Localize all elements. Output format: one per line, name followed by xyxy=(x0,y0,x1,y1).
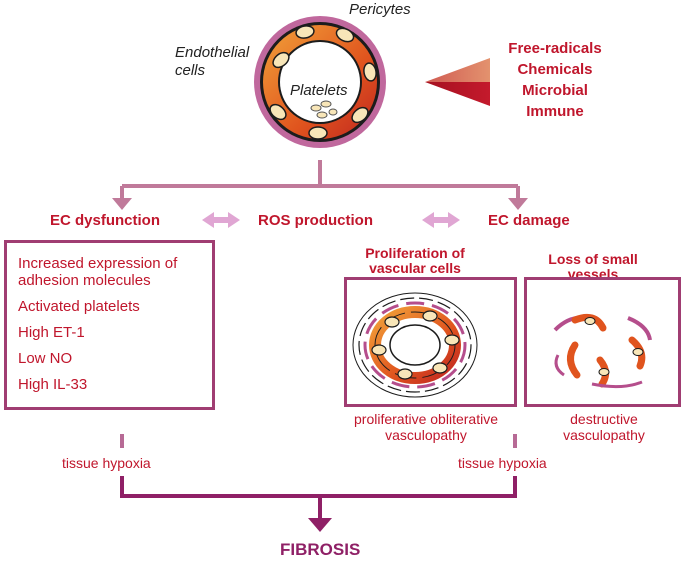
vessel-cross-section-illustration xyxy=(254,16,386,148)
trigger-free-radicals: Free-radicals xyxy=(508,40,602,57)
dysfunction-item-il33: High IL-33 xyxy=(18,376,88,393)
dysfunction-item-adhesion: Increased expression of adhesion molecul… xyxy=(18,255,178,289)
outcome-fibrosis: FIBROSIS xyxy=(280,540,361,559)
header-ros-production: ROS production xyxy=(258,212,373,229)
trigger-arrow-light xyxy=(425,58,490,82)
loss-box xyxy=(524,277,681,407)
platelets-cluster xyxy=(310,100,338,119)
proliferation-box xyxy=(344,277,517,407)
arrowhead-right-branch xyxy=(508,198,528,210)
label-endothelial-line1: Endothelial xyxy=(175,44,250,61)
dysfunction-item-et1: High ET-1 xyxy=(18,324,85,341)
branch-connector xyxy=(120,160,520,200)
header-ec-damage: EC damage xyxy=(488,212,570,229)
ec-dysfunction-box xyxy=(4,240,215,410)
proliferation-caption: proliferative obliterative vasculopathy xyxy=(354,411,498,443)
arrowhead-fibrosis xyxy=(308,518,332,532)
hypoxia-connector xyxy=(120,434,517,522)
header-ec-dysfunction: EC dysfunction xyxy=(50,212,161,229)
proliferation-vessel-illustration xyxy=(352,292,478,398)
loss-caption: destructive vasculopathy xyxy=(563,411,645,443)
hypoxia-label-left: tissue hypoxia xyxy=(62,455,151,471)
label-endothelial-cells: Endothelial cells xyxy=(175,44,249,80)
double-arrow-left xyxy=(202,212,240,228)
label-pericytes: Pericytes xyxy=(349,1,411,18)
hypoxia-label-right: tissue hypoxia xyxy=(458,455,547,471)
dysfunction-item-no: Low NO xyxy=(18,350,73,367)
label-endothelial-line2: cells xyxy=(175,62,206,79)
loss-vessel-illustration xyxy=(553,313,652,389)
dysfunction-item-platelets: Activated platelets xyxy=(18,298,140,315)
trigger-list: Free-radicals Chemicals Microbial Immune xyxy=(495,38,615,122)
trigger-chemicals: Chemicals xyxy=(517,61,593,78)
proliferation-title: Proliferation of vascular cells xyxy=(365,245,465,276)
trigger-microbial: Microbial xyxy=(522,82,588,99)
arrowhead-left-branch xyxy=(112,198,132,210)
trigger-arrow-dark xyxy=(425,82,490,106)
double-arrow-right xyxy=(422,212,460,228)
trigger-immune: Immune xyxy=(526,103,584,120)
label-platelets: Platelets xyxy=(290,82,348,99)
dysfunction-list: Increased expression of adhesion molecul… xyxy=(18,255,213,393)
